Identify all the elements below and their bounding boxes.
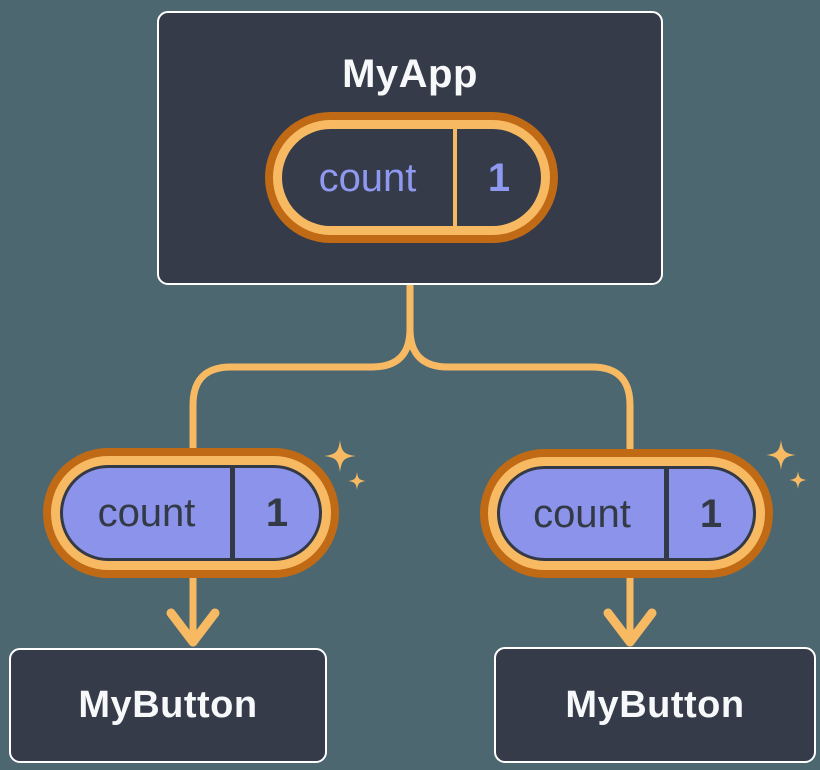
state-pill-body: count 1: [60, 465, 322, 561]
sparkle-icon: [324, 440, 356, 472]
sparkles-left-child: [324, 440, 366, 490]
sparkles-right-child: [766, 440, 807, 489]
state-divider: [230, 468, 235, 558]
state-pill-ring: count 1: [488, 457, 765, 570]
state-value: 1: [699, 491, 723, 536]
arrow-down-icon: [166, 608, 220, 647]
state-pill-myapp: count 1: [265, 112, 558, 243]
arrow-down-icon: [603, 608, 657, 647]
state-label: count: [97, 491, 196, 535]
node-mybutton-left: MyButton: [9, 648, 327, 763]
state-pill-ring: count 1: [51, 456, 331, 570]
state-divider: [664, 469, 669, 558]
node-mybutton-left-title: MyButton: [78, 684, 258, 726]
state-pill-body: count 1: [497, 466, 756, 561]
state-value: 1: [487, 155, 511, 200]
state-pill-left-mybutton: count 1: [43, 448, 339, 578]
sparkle-icon: [348, 472, 366, 490]
state-label: count: [533, 491, 631, 536]
node-mybutton-right: MyButton: [494, 647, 816, 763]
state-value: 1: [265, 491, 289, 535]
sparkle-icon: [789, 471, 807, 489]
state-pill-right-mybutton: count 1: [480, 449, 773, 578]
connector-root-to-right-child: [406, 283, 634, 638]
state-label: count: [318, 155, 417, 200]
node-myapp-title: MyApp: [342, 52, 478, 96]
connector-root-to-left-child: [189, 283, 414, 638]
state-pill-ring: count 1: [273, 120, 550, 235]
state-pill-body: count 1: [282, 129, 541, 226]
sparkle-icon: [766, 440, 796, 470]
state-divider: [453, 129, 457, 226]
node-mybutton-right-title: MyButton: [565, 683, 745, 726]
